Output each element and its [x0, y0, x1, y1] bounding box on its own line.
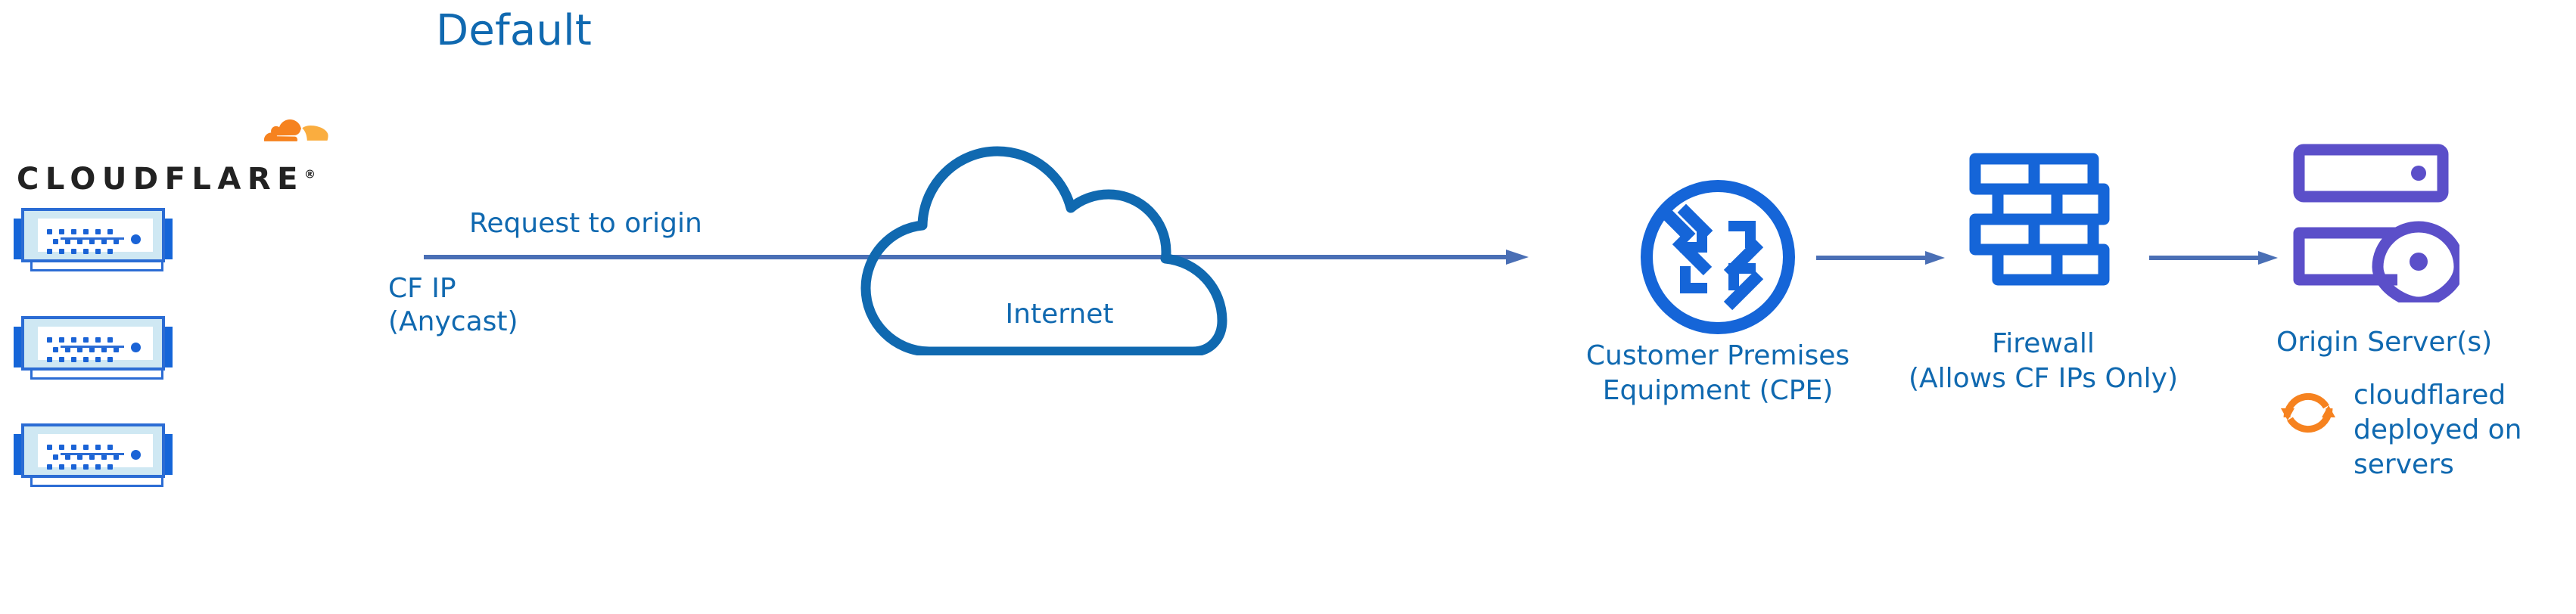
- registered-mark: ®: [304, 167, 316, 181]
- cloudflare-logo: CLOUDFLARE®: [17, 106, 334, 204]
- firewall-label-line-2: (Allows CF IPs Only): [1908, 363, 2179, 394]
- cloudflare-edge-server-1: [14, 208, 173, 271]
- sync-arrows-icon: [2276, 383, 2340, 443]
- server-chassis: [21, 208, 165, 262]
- internet-label: Internet: [1005, 299, 1114, 330]
- server-chassis: [21, 423, 165, 478]
- server-rack-location-pin-icon: [2291, 142, 2466, 309]
- request-to-origin-label: Request to origin: [469, 208, 702, 239]
- arrow-cpe-to-firewall: [1816, 251, 1945, 265]
- server-led-icon: [131, 343, 141, 352]
- server-status-line: [61, 453, 124, 455]
- arrow-firewall-to-origin: [2149, 251, 2278, 265]
- cf-ip-line-1: CF IP: [388, 273, 456, 304]
- server-status-line: [61, 346, 124, 348]
- origin-server-label: Origin Server(s): [2276, 327, 2493, 358]
- cloudflared-line-3: servers: [2354, 449, 2454, 480]
- cloudflare-cloud-logo-icon: [197, 106, 341, 160]
- server-front-panel: [38, 434, 153, 470]
- server-front-panel: [38, 219, 153, 255]
- server-port-grid-icon: [47, 337, 120, 363]
- server-led-icon: [131, 234, 141, 244]
- cpe-label: Customer Premises Equipment (CPE): [1502, 339, 1934, 408]
- page-title: Default: [436, 6, 593, 55]
- cloudflare-edge-server-2: [14, 316, 173, 380]
- server-base-shadow: [30, 262, 163, 271]
- arrow-head-icon: [1506, 250, 1529, 265]
- firewall-label: Firewall (Allows CF IPs Only): [1884, 327, 2202, 396]
- server-chassis: [21, 316, 165, 371]
- cf-ip-line-2: (Anycast): [388, 306, 518, 337]
- cpe-label-line-1: Customer Premises: [1585, 340, 1850, 371]
- arrow-shaft: [424, 255, 1507, 259]
- arrow-shaft: [1816, 256, 1927, 260]
- cloud-outline-icon: [840, 106, 1279, 357]
- cloudflared-line-2: deployed on: [2354, 414, 2522, 445]
- router-circle-icon: [1635, 174, 1801, 340]
- firewall-label-line-1: Firewall: [1992, 328, 2095, 359]
- arrow-head-icon: [2258, 251, 2278, 265]
- server-base-shadow: [30, 478, 163, 487]
- arrow-head-icon: [1925, 251, 1945, 265]
- server-led-icon: [131, 450, 141, 460]
- cf-ip-anycast-label: CF IP (Anycast): [388, 272, 518, 339]
- server-status-line: [61, 237, 124, 240]
- cpe-label-line-2: Equipment (CPE): [1602, 375, 1834, 406]
- server-front-panel: [38, 327, 153, 363]
- cloudflare-edge-server-3: [14, 423, 173, 487]
- server-port-grid-icon: [47, 229, 120, 255]
- brick-wall-icon: [1966, 150, 2114, 301]
- server-base-shadow: [30, 371, 163, 380]
- server-port-grid-icon: [47, 445, 120, 470]
- cloudflared-deployed-label: cloudflared deployed on servers: [2354, 378, 2558, 482]
- arrow-shaft: [2149, 256, 2260, 260]
- arrow-edge-to-cpe: [424, 250, 1529, 265]
- cloudflared-line-1: cloudflared: [2354, 380, 2506, 411]
- cloudflare-wordmark: CLOUDFLARE®: [17, 162, 334, 197]
- cloudflare-wordmark-text: CLOUDFLARE: [17, 162, 304, 197]
